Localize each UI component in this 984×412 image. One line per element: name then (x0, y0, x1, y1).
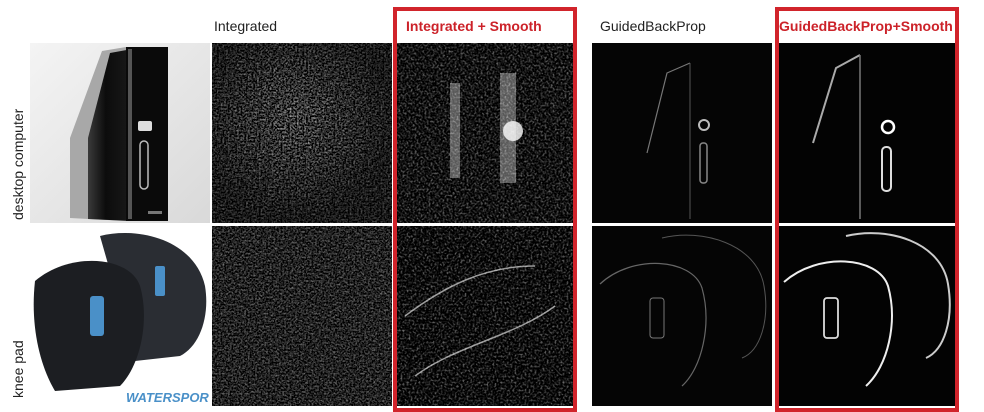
saliency-integrated-knee-pad (212, 226, 392, 406)
saliency-integrated-desktop-computer (212, 43, 392, 223)
col-title-guidedbackprop: GuidedBackProp (600, 18, 706, 34)
photo-knee-pad: WATERSPOR (30, 226, 210, 406)
row-label-desktop-computer: desktop computer (10, 108, 26, 220)
svg-text:WATERSPOR: WATERSPOR (126, 390, 209, 405)
col-title-integrated: Integrated (214, 18, 278, 34)
photo-desktop-computer (30, 43, 210, 223)
saliency-guidedbackprop-smooth-desktop-computer (778, 43, 956, 223)
saliency-integrated-smooth-desktop-computer (395, 43, 575, 223)
col-title-integrated-smooth: Integrated + Smooth (406, 18, 542, 34)
saliency-guidedbackprop-smooth-knee-pad (778, 226, 956, 406)
row-label-knee-pad: knee pad (10, 340, 26, 398)
saliency-guidedbackprop-desktop-computer (592, 43, 772, 223)
col-title-guidedbackprop-smooth: GuidedBackProp+Smooth (779, 18, 953, 34)
saliency-guidedbackprop-knee-pad (592, 226, 772, 406)
saliency-integrated-smooth-knee-pad (395, 226, 575, 406)
